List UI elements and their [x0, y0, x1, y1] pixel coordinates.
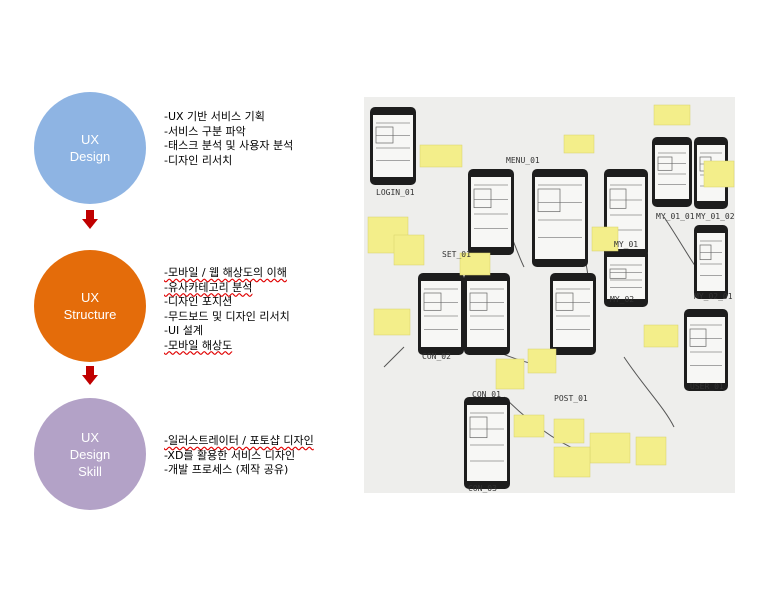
ux-structure-list: -모바일 / 웹 해상도의 이해 -유사카테고리 분석 -디자인 포지션 -무드… — [164, 266, 290, 353]
sticky-note — [527, 348, 557, 374]
step-label-line: Design — [69, 149, 111, 164]
step-label-line: Structure — [63, 307, 117, 322]
list-item: -UI 설계 — [164, 324, 204, 337]
list-item: -UX 기반 서비스 기획 — [164, 110, 265, 123]
phone-wireframe — [694, 225, 728, 299]
phone-wireframe — [418, 273, 464, 355]
sticky-note — [393, 234, 425, 266]
sticky-note — [643, 324, 679, 348]
sticky-note — [635, 436, 667, 466]
sticky-note — [553, 446, 591, 478]
phone-wireframe — [468, 169, 514, 255]
phone-label: MY_01_02 — [696, 212, 735, 221]
sticky-note — [459, 252, 491, 276]
phone-label: CON_03 — [468, 484, 497, 493]
phone-label: POST_01 — [554, 394, 588, 403]
phone-label: CON_02 — [422, 352, 451, 361]
sticky-note — [589, 432, 631, 464]
phone-wireframe — [464, 397, 510, 489]
phone-label: MY_02_01 — [694, 292, 733, 301]
list-item: -디자인 포지션 — [164, 295, 233, 308]
sticky-note — [373, 308, 411, 336]
list-item: -유사카테고리 분석 — [164, 280, 253, 294]
sticky-note — [419, 144, 463, 168]
phone-wireframe — [604, 249, 648, 307]
sticky-note — [553, 418, 585, 444]
phone-wireframe — [370, 107, 416, 185]
step-label-line: UX — [80, 429, 100, 445]
list-item: -XD를 활용한 서비스 디자인 — [164, 448, 296, 462]
down-arrow-icon — [82, 210, 98, 230]
list-item: -무드보드 및 디자인 리서치 — [164, 309, 290, 323]
step-label-line: UX — [80, 290, 100, 305]
sticky-note — [653, 104, 691, 126]
ux-design-skill-circle: UX Design Skill — [34, 398, 146, 510]
ux-structure-circle: UX Structure — [34, 250, 146, 362]
phone-wireframe — [550, 273, 596, 355]
down-arrow-icon — [82, 366, 98, 386]
list-item: -서비스 구분 파악 — [164, 124, 246, 138]
sticky-note — [703, 160, 735, 188]
list-item: -개발 프로세스 (제작 공유) — [164, 463, 289, 476]
sticky-note — [591, 226, 619, 252]
ux-design-skill-list: -일러스트레이터 / 포토샵 디자인 -XD를 활용한 서비스 디자인 -개발 … — [164, 434, 314, 478]
phone-label: MY_01_01 — [656, 212, 695, 221]
step-label-line: Design — [69, 446, 111, 462]
ux-design-list: -UX 기반 서비스 기획 -서비스 구분 파악 -태스크 분석 및 사용자 분… — [164, 110, 293, 168]
phone-label: USER_01 — [690, 382, 724, 391]
phone-label: LOGIN_01 — [376, 188, 415, 197]
step-label-line: UX — [80, 132, 100, 147]
list-item: -태스크 분석 및 사용자 분석 — [164, 139, 294, 152]
sticky-note — [513, 414, 545, 438]
phone-wireframe — [652, 137, 692, 207]
phone-wireframe — [464, 273, 510, 355]
phone-wireframe — [684, 309, 728, 391]
list-item: -일러스트레이터 / 포토샵 디자인 — [164, 434, 314, 447]
phone-wireframe — [532, 169, 588, 267]
sticky-note — [495, 358, 525, 390]
sticky-note — [563, 134, 595, 154]
phone-label: MY_01 — [614, 240, 638, 249]
phone-label: MENU_01 — [506, 156, 540, 165]
list-item: -모바일 / 웹 해상도의 이해 — [164, 266, 287, 279]
list-item: -디자인 리서치 — [164, 153, 233, 167]
list-item: -모바일 해상도 — [164, 338, 233, 352]
phone-label: MY_02 — [610, 295, 634, 304]
phone-label: CON_01 — [472, 390, 501, 399]
step-label-line: Skill — [78, 463, 102, 479]
phone-label: SET_01 — [442, 250, 471, 259]
ux-design-circle: UX Design — [34, 92, 146, 204]
